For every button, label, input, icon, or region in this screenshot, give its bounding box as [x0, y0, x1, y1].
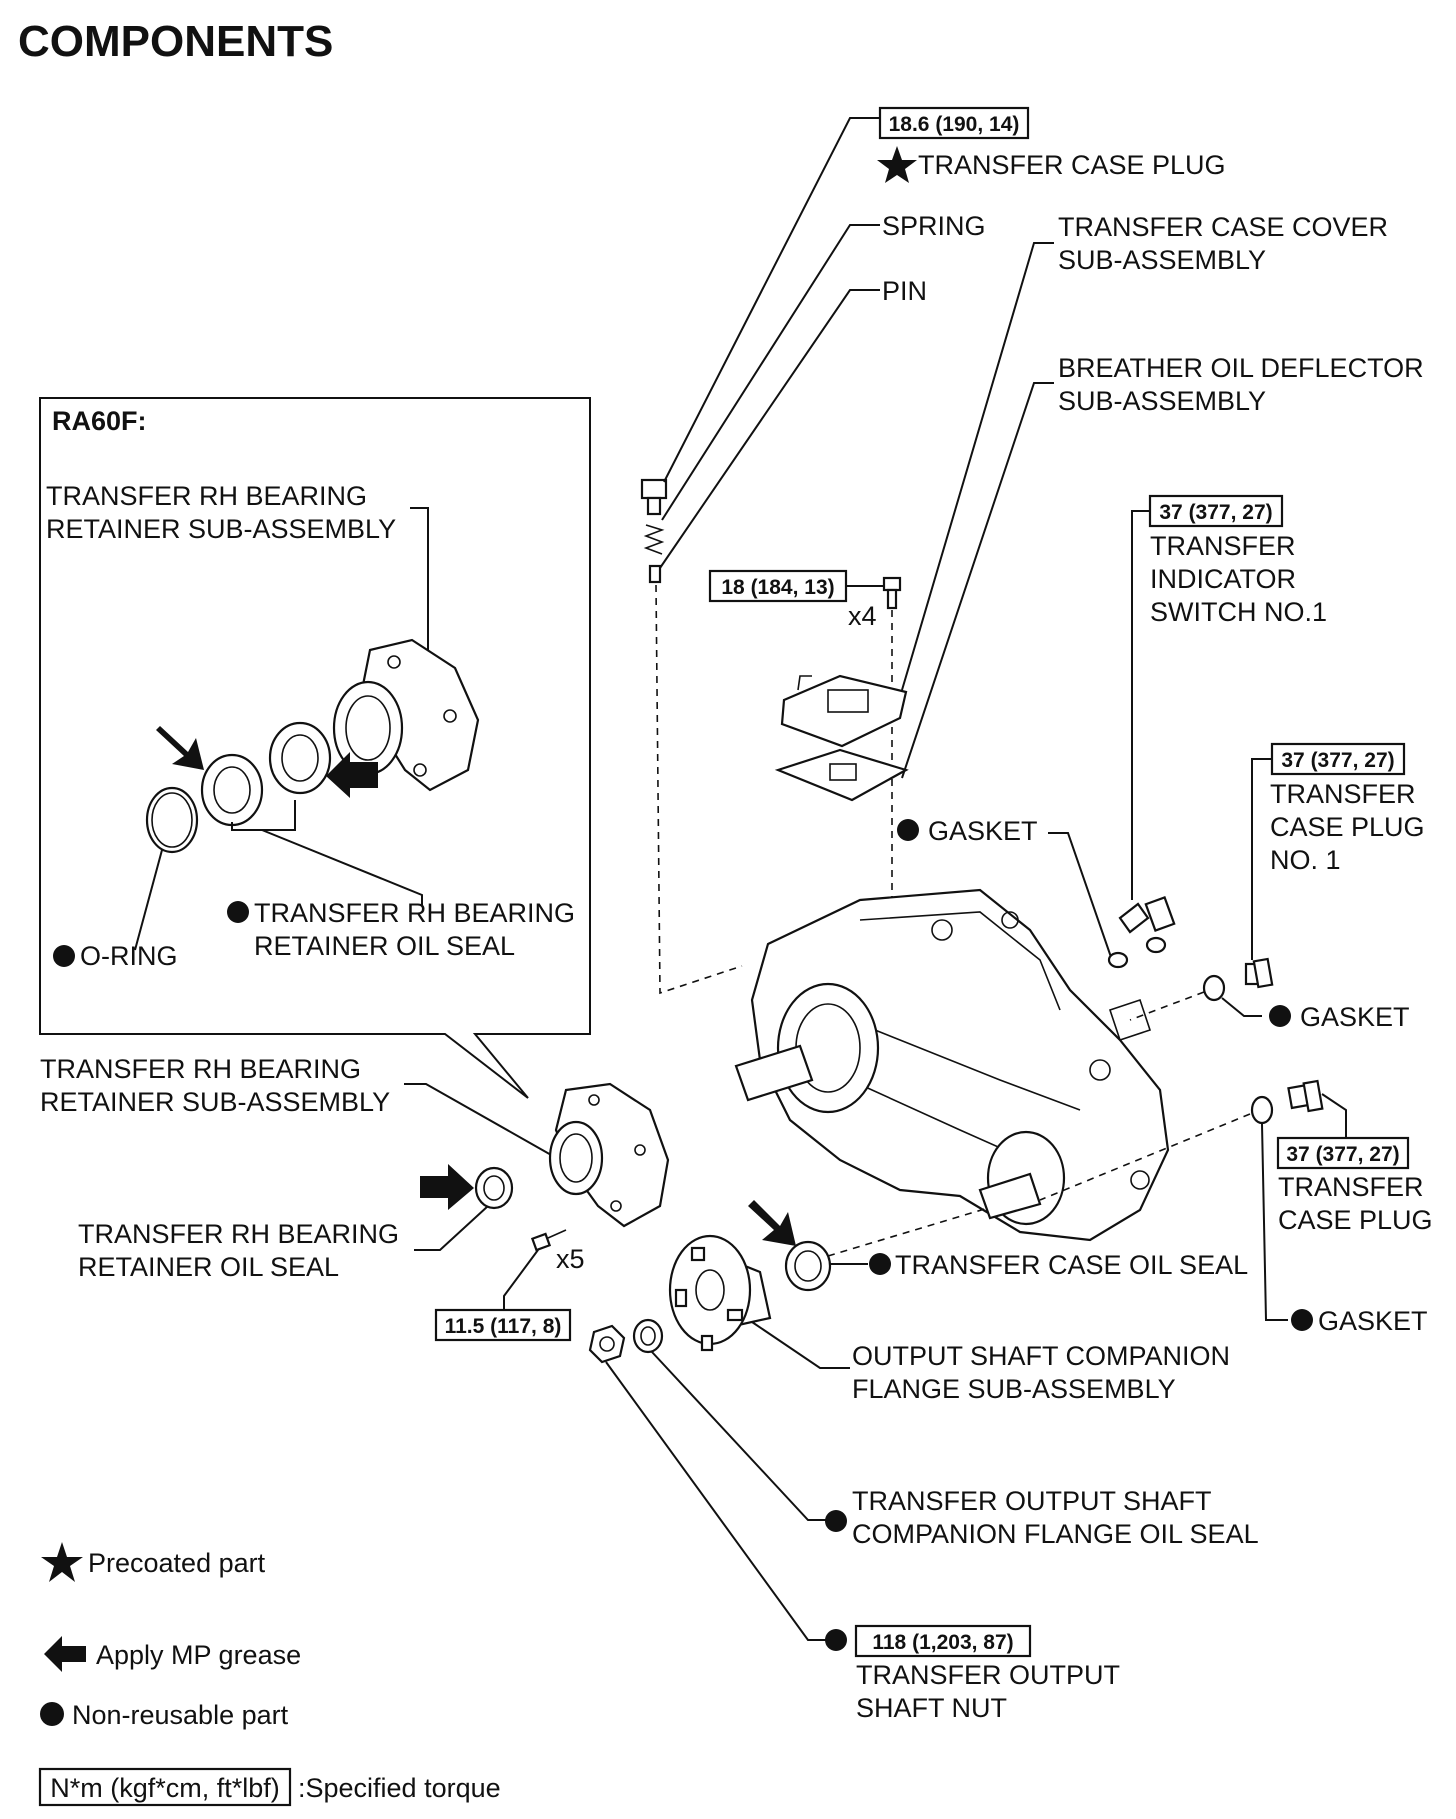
legend: Precoated part Apply MP grease Non-reusa… — [38, 1542, 501, 1807]
inset-oring-label: O-RING — [80, 941, 178, 971]
label-gasket-b: GASKET — [1300, 1002, 1410, 1032]
legend-star-icon — [41, 1542, 83, 1582]
legend-precoated: Precoated part — [88, 1548, 266, 1578]
label-plug-no1-3: NO. 1 — [1270, 845, 1341, 875]
transfer-case-plug-top — [640, 478, 668, 516]
label-gasket-c: GASKET — [1318, 1306, 1428, 1336]
label-rh-seal-2: RETAINER OIL SEAL — [78, 1252, 339, 1282]
pin — [648, 564, 662, 584]
page-title: COMPONENTS — [18, 17, 333, 66]
label-nut-1: TRANSFER OUTPUT — [856, 1660, 1120, 1690]
label-rh-retainer-2: RETAINER SUB-ASSEMBLY — [40, 1087, 390, 1117]
transfer-indicator-switch — [1107, 896, 1176, 969]
nonreusable-dot — [897, 819, 919, 841]
label-flange-1: OUTPUT SHAFT COMPANION — [852, 1341, 1230, 1371]
transfer-case-plug-lower — [1250, 1079, 1324, 1125]
label-flange-2: FLANGE SUB-ASSEMBLY — [852, 1374, 1176, 1404]
label-indicator-1: TRANSFER — [1150, 531, 1296, 561]
nonreusable-dot — [53, 945, 75, 967]
nonreusable-dot — [227, 901, 249, 923]
label-flange-seal-1: TRANSFER OUTPUT SHAFT — [852, 1486, 1212, 1516]
legend-torque-box: N*m (kgf*cm, ft*lbf) — [50, 1773, 280, 1803]
output-shaft-nut — [588, 1324, 626, 1364]
inset-o-ring — [145, 786, 199, 854]
legend-nonreusable: Non-reusable part — [72, 1700, 289, 1730]
nonreusable-dot — [1291, 1309, 1313, 1331]
transfer-case-cover — [780, 674, 908, 748]
spring — [643, 524, 665, 555]
label-case-oil-seal: TRANSFER CASE OIL SEAL — [895, 1250, 1248, 1280]
rh-retainer-oil-seal — [474, 1166, 514, 1210]
label-plug-lower-2: CASE PLUG — [1278, 1205, 1433, 1235]
torque-plug-top: 18.6 (190, 14) — [889, 113, 1020, 136]
inset-grease-arrow-2 — [326, 752, 378, 798]
label-rh-retainer-1: TRANSFER RH BEARING — [40, 1054, 361, 1084]
torque-indicator: 37 (377, 27) — [1159, 501, 1272, 524]
breather-oil-deflector — [774, 748, 909, 802]
label-cover-1: TRANSFER CASE COVER — [1058, 212, 1388, 242]
label-x5: x5 — [556, 1244, 585, 1274]
label-breather-1: BREATHER OIL DEFLECTOR — [1058, 353, 1424, 383]
case-seal-grease-arrow — [748, 1200, 796, 1246]
label-nut-2: SHAFT NUT — [856, 1693, 1007, 1723]
legend-arrow-icon — [44, 1636, 86, 1672]
label-pin: PIN — [882, 276, 927, 306]
label-rh-seal-1: TRANSFER RH BEARING — [78, 1219, 399, 1249]
inset-retainer-label-2: RETAINER SUB-ASSEMBLY — [46, 514, 396, 544]
output-shaft-companion-flange — [668, 1234, 772, 1352]
rh-seal-grease-arrow — [420, 1164, 474, 1210]
transfer-case-oil-seal — [784, 1240, 832, 1292]
label-flange-seal-2: COMPANION FLANGE OIL SEAL — [852, 1519, 1259, 1549]
torque-cover-bolt: 18 (184, 13) — [721, 576, 834, 599]
torque-plug-lower: 37 (377, 27) — [1286, 1143, 1399, 1166]
inset-seal-label-1: TRANSFER RH BEARING — [254, 898, 575, 928]
nonreusable-dot — [869, 1253, 891, 1275]
rh-bearing-retainer — [548, 1082, 670, 1228]
legend-grease: Apply MP grease — [96, 1640, 301, 1670]
legend-torque-text: :Specified torque — [298, 1773, 501, 1803]
label-transfer-case-plug-top: TRANSFER CASE PLUG — [918, 150, 1226, 180]
torque-plug-no1: 37 (377, 27) — [1281, 749, 1394, 772]
label-indicator-3: SWITCH NO.1 — [1150, 597, 1327, 627]
inset-seal-label-2: RETAINER OIL SEAL — [254, 931, 515, 961]
flange-oil-seal — [632, 1318, 664, 1354]
label-plug-no1-2: CASE PLUG — [1270, 812, 1425, 842]
inset-oil-seal-outer — [268, 721, 332, 795]
label-breather-2: SUB-ASSEMBLY — [1058, 386, 1266, 416]
torque-retainer-bolt: 11.5 (117, 8) — [445, 1315, 562, 1338]
label-indicator-2: INDICATOR — [1150, 564, 1296, 594]
label-x4: x4 — [848, 601, 877, 631]
transfer-case-plug-no1 — [1202, 957, 1274, 1002]
retainer-bolt — [530, 1229, 567, 1252]
label-plug-no1-1: TRANSFER — [1270, 779, 1416, 809]
inset-heading: RA60F: — [52, 406, 147, 436]
inset-ra60f: RA60F: TRANSFER RH BEARING RETAINER SUB-… — [39, 397, 591, 1099]
nonreusable-dot — [1269, 1005, 1291, 1027]
label-plug-lower-1: TRANSFER — [1278, 1172, 1424, 1202]
label-cover-2: SUB-ASSEMBLY — [1058, 245, 1266, 275]
cover-bolt — [882, 576, 902, 610]
inset-oil-seal-inner — [200, 753, 264, 827]
inset-grease-arrow-1 — [156, 726, 204, 770]
legend-dot-icon — [40, 1702, 64, 1726]
inset-retainer-label-1: TRANSFER RH BEARING — [46, 481, 367, 511]
label-gasket-a: GASKET — [928, 816, 1038, 846]
nonreusable-dot — [825, 1510, 847, 1532]
torque-nut: 118 (1,203, 87) — [872, 1631, 1013, 1654]
transfer-case-housing — [734, 888, 1170, 1242]
label-spring: SPRING — [882, 211, 986, 241]
precoated-star — [877, 146, 917, 183]
nonreusable-dot — [825, 1629, 847, 1651]
